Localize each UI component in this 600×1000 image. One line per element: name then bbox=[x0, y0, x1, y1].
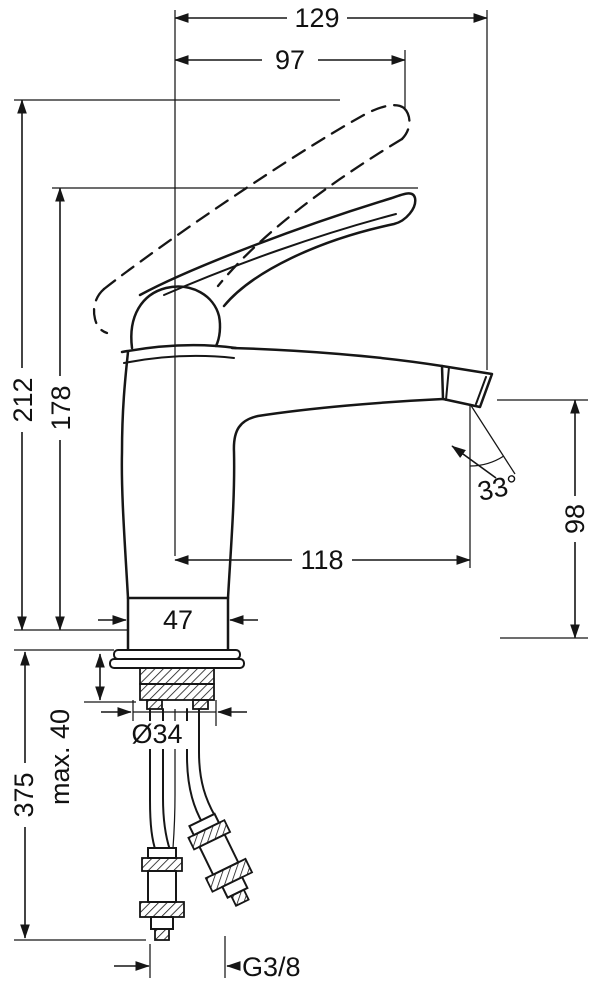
extension-lines bbox=[14, 10, 588, 978]
base-flange bbox=[113, 649, 241, 660]
dim-label-outlet-height: 98 bbox=[560, 504, 590, 534]
aerator bbox=[440, 364, 494, 409]
supply-hose bbox=[186, 708, 204, 825]
dim-label-connection-thread: G3/8 bbox=[242, 952, 301, 982]
supply-hose bbox=[162, 708, 171, 851]
angle-leader-arrow bbox=[451, 445, 497, 479]
hose-connector-vertical bbox=[139, 847, 185, 941]
mounting-screw bbox=[146, 699, 163, 710]
dim-label-tailpiece-diameter: Ø34 bbox=[131, 719, 182, 749]
dim-label-spout-reach: 118 bbox=[300, 545, 343, 575]
handle-lever bbox=[138, 192, 417, 308]
dim-label-max-mounting-thickness: max. 40 bbox=[45, 709, 75, 805]
dim-label-total-height: 212 bbox=[8, 377, 38, 422]
angle-indicator-33 bbox=[451, 403, 516, 479]
handle-dome bbox=[130, 285, 222, 350]
faucet-outline bbox=[120, 192, 494, 654]
dimension-labels: 129 97 212 178 98 118 47 33° Ø34 max. 40… bbox=[8, 3, 590, 982]
label-backgrounds bbox=[12, 3, 586, 827]
dim-label-handle-projection: 97 bbox=[275, 45, 305, 75]
mounting-screw bbox=[192, 699, 209, 710]
hose-connector-angled bbox=[187, 812, 254, 907]
dim-label-hose-length: 375 bbox=[9, 772, 39, 817]
pop-up-rod bbox=[172, 709, 176, 849]
dim-label-handle-rest-height: 178 bbox=[46, 385, 76, 430]
raised-handle-dashed bbox=[92, 104, 411, 335]
below-deck-assembly bbox=[109, 649, 254, 941]
supply-hose bbox=[198, 708, 216, 817]
base-gasket bbox=[109, 658, 245, 669]
dim-label-total-projection: 129 bbox=[294, 3, 339, 33]
dim-label-base-width: 47 bbox=[163, 605, 193, 635]
